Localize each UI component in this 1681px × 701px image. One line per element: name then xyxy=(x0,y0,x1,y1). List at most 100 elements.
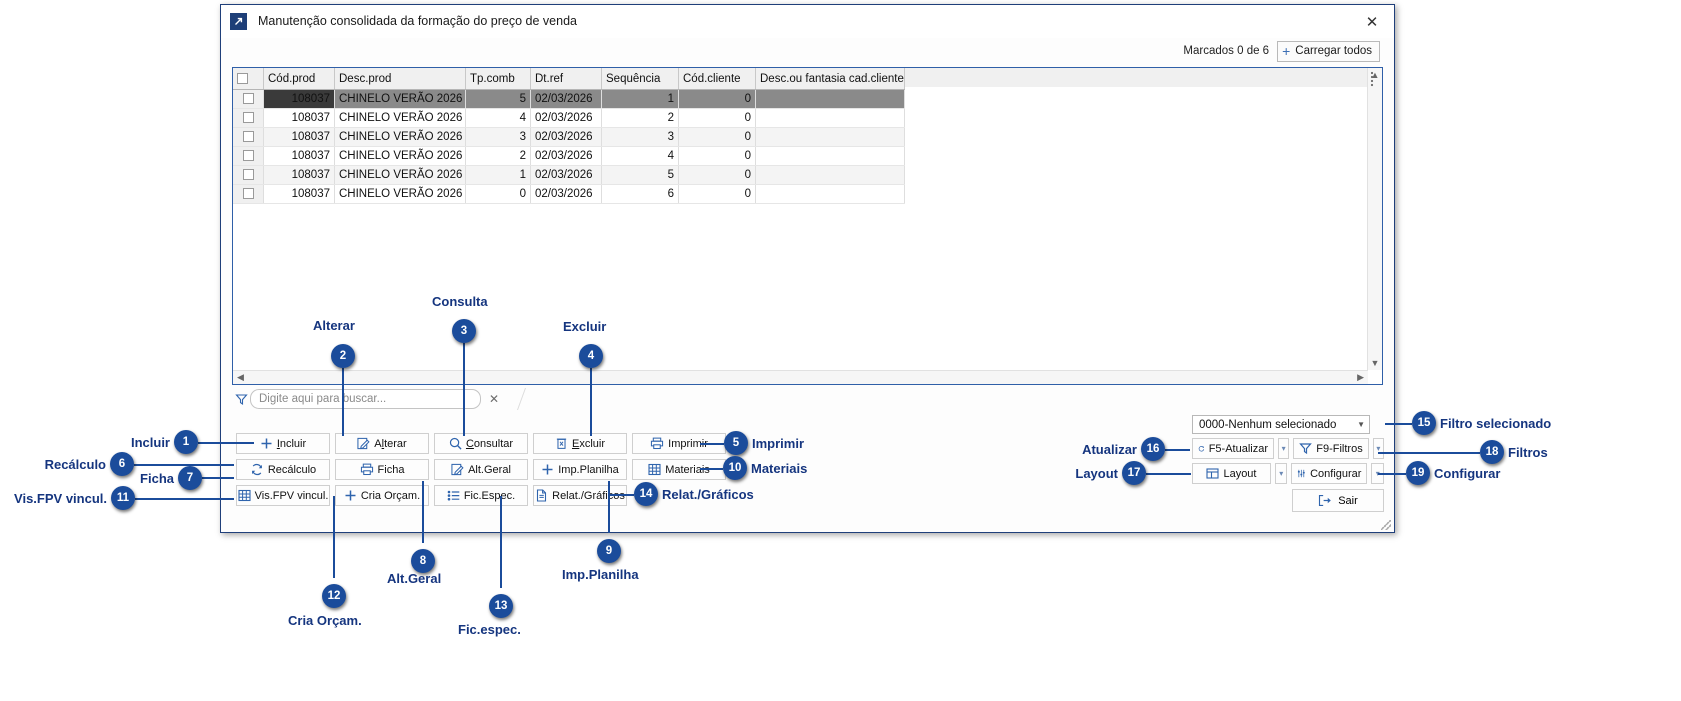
window-title: Manutenção consolidada da formação do pr… xyxy=(258,14,577,28)
annotation-badge-9: 9 xyxy=(597,539,621,563)
grid-options-icon[interactable] xyxy=(1370,71,1374,88)
consultar-button[interactable]: Consultar xyxy=(434,433,528,454)
row-checkbox[interactable] xyxy=(242,188,254,200)
col-header-codcliente[interactable]: Cód.cliente xyxy=(678,68,756,90)
layout-button[interactable]: Layout xyxy=(1192,463,1271,484)
row-checkbox-cell[interactable] xyxy=(233,127,264,147)
imprimir-button[interactable]: Imprimir xyxy=(632,433,726,454)
scroll-left-icon[interactable]: ◀ xyxy=(237,372,244,382)
leader-line-12 xyxy=(333,496,335,578)
annotation-badge-7: 7 xyxy=(178,466,202,490)
fic-espec-button[interactable]: Fic.Espec. xyxy=(434,485,528,506)
row-checkbox[interactable] xyxy=(242,112,254,124)
cria-orcam-button[interactable]: Cria Orçam. xyxy=(335,485,429,506)
sair-button[interactable]: Sair xyxy=(1292,489,1384,512)
printer-icon xyxy=(360,463,374,476)
marcados-count-label: Marcados 0 de 6 xyxy=(1183,45,1270,57)
incluir-button[interactable]: Incluir xyxy=(236,433,330,454)
leader-line-8 xyxy=(422,481,424,543)
filter-funnel-icon[interactable] xyxy=(232,393,250,406)
cell-descprod: CHINELO VERÃO 2026 xyxy=(334,108,466,128)
search-bar: Digite aqui para buscar... ✕ xyxy=(232,388,527,410)
annotation-badge-15: 15 xyxy=(1412,411,1436,435)
layout-label: Layout xyxy=(1223,467,1257,480)
col-header-descfantasia[interactable]: Desc.ou fantasia cad.cliente xyxy=(755,68,905,90)
carregar-todos-button[interactable]: + Carregar todos xyxy=(1277,40,1380,62)
grid-header-row: Cód.prod Desc.prod Tp.comb Dt.ref Sequên… xyxy=(233,68,905,90)
cell-codprod: 108037 xyxy=(263,184,335,204)
resize-grip[interactable] xyxy=(1381,520,1391,530)
leader-line-18 xyxy=(1378,452,1480,454)
scroll-up-icon[interactable]: ▲ xyxy=(1370,70,1380,80)
imp-planilha-button[interactable]: Imp.Planilha xyxy=(533,459,627,480)
vis-fpv-button[interactable]: Vis.FPV vincul. xyxy=(236,485,330,506)
grid-horizontal-scrollbar[interactable]: ◀ ▶ xyxy=(233,370,1368,384)
col-header-descprod[interactable]: Desc.prod xyxy=(334,68,466,90)
annotation-label-3: Consulta xyxy=(432,294,488,309)
alt-geral-button[interactable]: Alt.Geral xyxy=(434,459,528,480)
col-header-sequencia[interactable]: Sequência xyxy=(601,68,679,90)
annotation-label-11: Vis.FPV vincul. xyxy=(14,491,107,506)
select-all-checkbox[interactable] xyxy=(237,72,248,84)
scroll-right-icon[interactable]: ▶ xyxy=(1357,372,1364,382)
row-checkbox[interactable] xyxy=(242,169,254,181)
col-header-tpcomb[interactable]: Tp.comb xyxy=(465,68,531,90)
grid-vertical-scrollbar[interactable]: ▲ ▼ xyxy=(1367,68,1382,370)
imp-planilha-label: Imp.Planilha xyxy=(558,463,619,476)
search-input[interactable]: Digite aqui para buscar... xyxy=(250,389,481,409)
row-checkbox-cell[interactable] xyxy=(233,184,264,204)
cria-orcam-label: Cria Orçam. xyxy=(360,489,421,502)
col-header-codprod[interactable]: Cód.prod xyxy=(263,68,335,90)
row-checkbox-cell[interactable] xyxy=(233,146,264,166)
annotation-badge-3: 3 xyxy=(452,319,476,343)
configurar-button[interactable]: Configurar xyxy=(1291,463,1368,484)
col-header-dtref[interactable]: Dt.ref xyxy=(530,68,602,90)
atualizar-dropdown-caret[interactable]: ▾ xyxy=(1278,438,1290,459)
alt-geral-label: Alt.Geral xyxy=(468,463,511,476)
recalculo-label: Recálculo xyxy=(267,463,317,476)
alterar-button[interactable]: Alterar xyxy=(335,433,429,454)
relat-grafic-button[interactable]: Relat./Gráficos xyxy=(533,485,627,506)
filtros-dropdown-caret[interactable]: ▾ xyxy=(1372,438,1384,459)
ficha-button[interactable]: Ficha xyxy=(335,459,429,480)
search-clear-icon[interactable]: ✕ xyxy=(488,392,500,406)
plus-icon xyxy=(344,489,357,502)
cell-descprod: CHINELO VERÃO 2026 xyxy=(334,165,466,185)
cell-codcliente: 0 xyxy=(678,184,756,204)
materiais-label: Materiais xyxy=(665,463,710,476)
leader-line-11 xyxy=(135,498,234,500)
document-icon xyxy=(535,489,548,502)
cell-dtref: 02/03/2026 xyxy=(530,184,602,204)
close-icon[interactable]: ✕ xyxy=(1365,14,1379,31)
materiais-button[interactable]: Materiais xyxy=(632,459,726,480)
filtro-selecionado-value: 0000-Nenhum selecionado xyxy=(1199,418,1337,431)
recalculo-button[interactable]: Recálculo xyxy=(236,459,330,480)
excluir-button[interactable]: Excluir xyxy=(533,433,627,454)
marcados-bar: Marcados 0 de 6 + Carregar todos xyxy=(221,38,1394,64)
row-checkbox[interactable] xyxy=(242,150,254,162)
filtro-selecionado-dropdown[interactable]: 0000-Nenhum selecionado ▼ xyxy=(1192,415,1370,434)
layout-dropdown-caret[interactable]: ▾ xyxy=(1274,463,1288,484)
cell-sequencia: 6 xyxy=(601,184,679,204)
f9-filtros-button[interactable]: F9-Filtros xyxy=(1293,438,1369,459)
annotation-badge-11: 11 xyxy=(111,486,135,510)
annotation-badge-12: 12 xyxy=(322,584,346,608)
f9-filtros-label: F9-Filtros xyxy=(1316,442,1363,455)
row-checkbox-cell[interactable] xyxy=(233,108,264,128)
row-checkbox[interactable] xyxy=(242,131,254,143)
annotation-label-19: Configurar xyxy=(1434,466,1501,481)
cell-descprod: CHINELO VERÃO 2026 xyxy=(334,127,466,147)
row-checkbox[interactable] xyxy=(242,93,254,105)
f5-atualizar-button[interactable]: F5-Atualizar xyxy=(1192,438,1274,459)
scroll-down-icon[interactable]: ▼ xyxy=(1370,358,1380,368)
row-checkbox-cell[interactable] xyxy=(233,165,264,185)
cell-descfantasia xyxy=(755,108,905,128)
row-checkbox-cell[interactable] xyxy=(233,89,264,109)
col-header-select[interactable] xyxy=(233,68,264,90)
